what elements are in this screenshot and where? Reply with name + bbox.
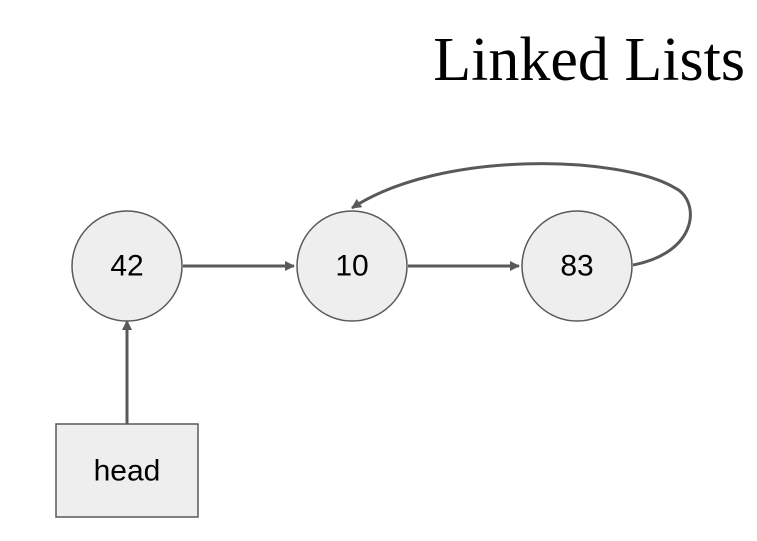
node-value: 42 xyxy=(110,250,143,283)
list-node-83: 83 xyxy=(521,210,633,322)
node-circle xyxy=(71,210,183,322)
node-circle xyxy=(521,210,633,322)
head-pointer: head xyxy=(55,423,199,518)
list-node-10: 10 xyxy=(296,210,408,322)
list-node-42: 42 xyxy=(71,210,183,322)
edge-83-to-10 xyxy=(351,162,692,267)
slide-title: Linked Lists xyxy=(433,26,745,94)
head-label: head xyxy=(94,455,161,488)
node-value: 10 xyxy=(335,250,368,283)
head-box xyxy=(55,423,199,518)
node-circle xyxy=(296,210,408,322)
node-value: 83 xyxy=(560,250,593,283)
